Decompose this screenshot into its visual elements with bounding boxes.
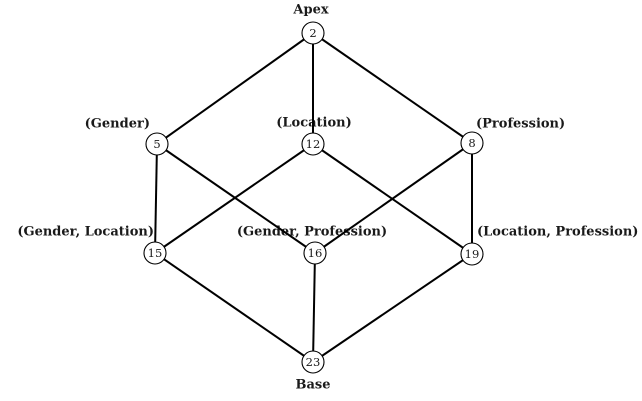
node-label-apex: Apex [292, 3, 328, 18]
node-circle-gender-profession [303, 241, 327, 265]
edge-gender-location-base [154, 252, 314, 363]
node-label-profession: (Profession) [476, 117, 565, 132]
node-label-gender-location: (Gender, Location) [17, 225, 154, 240]
node-circle-profession [460, 131, 484, 155]
edge-apex-profession [312, 32, 473, 144]
node-value-profession: 8 [468, 136, 475, 150]
node-gender: 5 [145, 132, 169, 156]
node-circle-apex [301, 21, 325, 45]
node-profession: 8 [460, 131, 484, 155]
node-circle-base [301, 350, 325, 374]
node-value-location: 12 [306, 137, 321, 151]
node-location: 12 [301, 132, 325, 156]
node-apex: 2 [301, 21, 325, 45]
node-value-gender-profession: 16 [308, 246, 323, 260]
node-circle-gender-location [143, 241, 167, 265]
node-label-location-profession: (Location, Profession) [477, 225, 638, 240]
node-circle-location [301, 132, 325, 156]
node-label-gender: (Gender) [85, 117, 150, 132]
node-gender-location: 15 [143, 241, 167, 265]
node-location-profession: 19 [460, 242, 484, 266]
node-value-apex: 2 [309, 26, 316, 40]
node-value-gender: 5 [153, 137, 160, 151]
node-value-gender-location: 15 [148, 246, 163, 260]
node-circle-location-profession [460, 242, 484, 266]
edge-profession-gender-profession [314, 142, 473, 254]
node-label-base: Base [295, 378, 330, 393]
node-value-base: 23 [306, 355, 321, 369]
edge-gender-gender-location [154, 143, 158, 254]
edge-gender-gender-profession [156, 143, 316, 254]
edge-gender-profession-base [312, 252, 316, 363]
node-value-location-profession: 19 [465, 247, 480, 261]
node-base: 23 [301, 350, 325, 374]
edge-location-gender-location [154, 143, 314, 254]
edge-location-profession-base [312, 253, 473, 363]
node-gender-profession: 16 [303, 241, 327, 265]
node-label-gender-profession: (Gender, Profession) [237, 225, 387, 240]
edge-apex-gender [156, 32, 314, 145]
node-circle-gender [145, 132, 169, 156]
